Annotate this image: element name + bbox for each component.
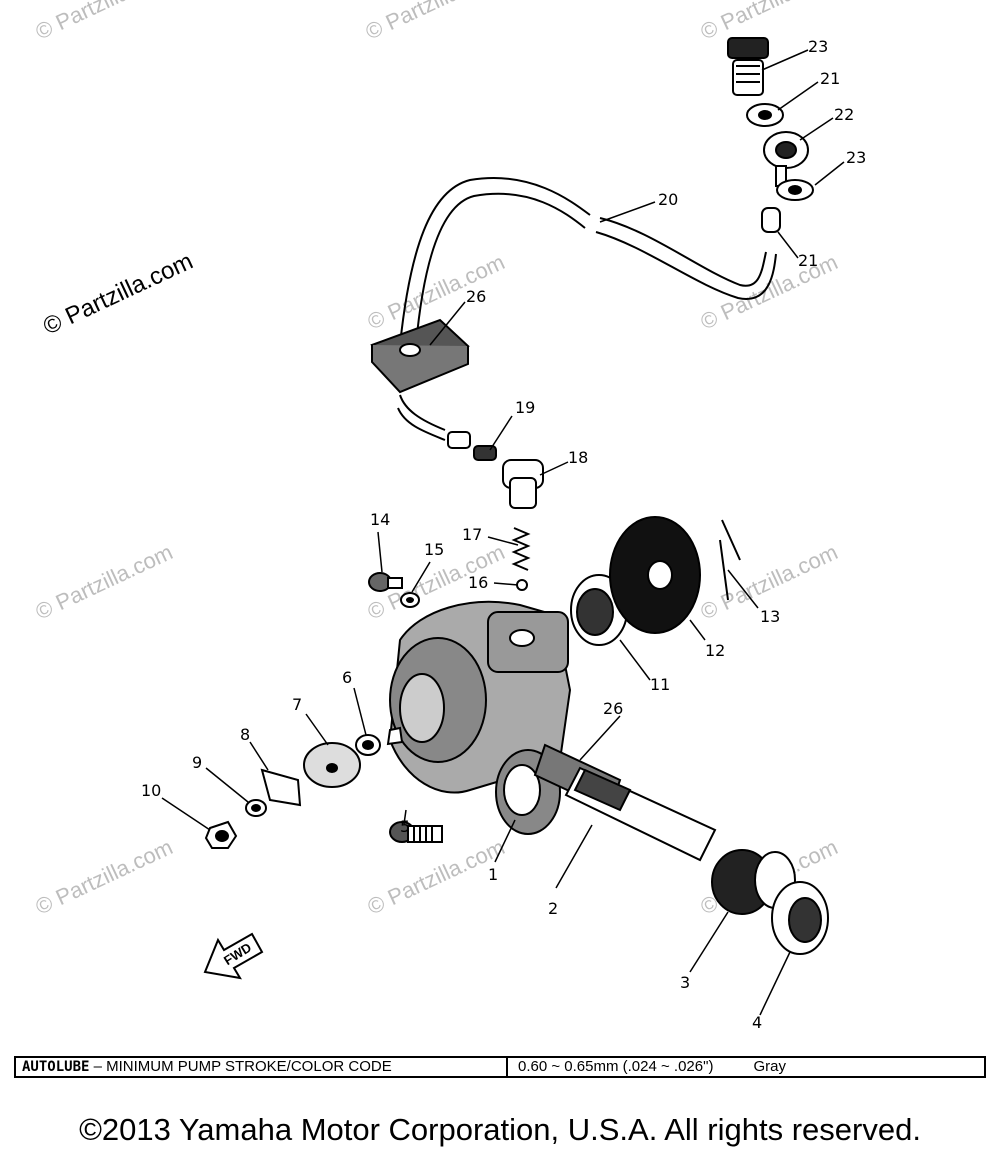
callout-numbers: 23 21 22 23 20 21 26 19 18 17 16 14 15 1… xyxy=(141,37,866,1032)
spec-label-cell: AUTOLUBE – MINIMUM PUMP STROKE/COLOR COD… xyxy=(16,1058,508,1076)
callout-24: 23 xyxy=(808,37,828,56)
watermark: © Partzilla.com xyxy=(32,539,177,624)
watermark: © Partzilla.com xyxy=(32,834,177,919)
banjo-bolt-assembly xyxy=(727,37,814,233)
callout-15: 15 xyxy=(424,540,444,559)
callout-2: 2 xyxy=(548,899,558,918)
watermark: © Partzilla.com xyxy=(364,834,509,919)
hose-fittings xyxy=(447,431,544,509)
callout-22: 22 xyxy=(834,105,854,124)
callout-1: 1 xyxy=(488,865,498,884)
callout-3: 3 xyxy=(680,973,690,992)
copyright-footer: ©2013 Yamaha Motor Corporation, U.S.A. A… xyxy=(79,1112,921,1147)
callout-25: 26 xyxy=(466,287,486,306)
callout-6: 6 xyxy=(342,668,352,687)
fwd-arrow: FWD xyxy=(203,932,264,980)
callout-23-lower: 23 xyxy=(846,148,866,167)
callout-16: 16 xyxy=(468,573,488,592)
callout-10: 10 xyxy=(141,781,161,800)
callout-9: 9 xyxy=(192,753,202,772)
spec-name: AUTOLUBE xyxy=(22,1059,90,1075)
callout-12: 12 xyxy=(705,641,725,660)
oil-hose xyxy=(397,177,777,441)
pump-body xyxy=(386,601,572,794)
spec-description: – MINIMUM PUMP STROKE/COLOR CODE xyxy=(93,1058,392,1075)
watermark-dark: © Partzilla.com xyxy=(39,248,197,341)
spec-stroke: 0.60 ~ 0.65mm (.024 ~ .026") xyxy=(518,1058,714,1075)
spring-and-ball xyxy=(511,527,531,591)
callout-21: 21 xyxy=(798,251,818,270)
callout-17: 17 xyxy=(462,525,482,544)
callout-14: 14 xyxy=(370,510,390,529)
callout-11: 11 xyxy=(650,675,670,694)
grommet xyxy=(370,318,470,394)
bolts-washers xyxy=(368,572,443,843)
spec-value-cell: 0.60 ~ 0.65mm (.024 ~ .026") Gray xyxy=(508,1058,984,1076)
watermark: © Partzilla.com xyxy=(362,0,507,45)
leader-lines xyxy=(161,49,845,1016)
callout-13: 13 xyxy=(760,607,780,626)
callout-26: 26 xyxy=(603,699,623,718)
callout-18: 18 xyxy=(568,448,588,467)
callout-5: 5 xyxy=(400,817,410,836)
drive-shaft xyxy=(495,743,829,955)
watermark: © Partzilla.com xyxy=(32,0,177,45)
callout-4: 4 xyxy=(752,1013,762,1032)
parts-diagram: © Partzilla.com © Partzilla.com © Partzi… xyxy=(32,0,867,1032)
spec-color: Gray xyxy=(753,1058,786,1075)
spec-table: AUTOLUBE – MINIMUM PUMP STROKE/COLOR COD… xyxy=(14,1056,986,1078)
gear-and-bearing xyxy=(570,516,741,646)
callout-19: 19 xyxy=(515,398,535,417)
washer-stack xyxy=(204,734,381,849)
callout-20: 20 xyxy=(658,190,678,209)
callout-23-upper: 21 xyxy=(820,69,840,88)
callout-7: 7 xyxy=(292,695,302,714)
watermark: © Partzilla.com xyxy=(697,249,842,334)
callout-8: 8 xyxy=(240,725,250,744)
